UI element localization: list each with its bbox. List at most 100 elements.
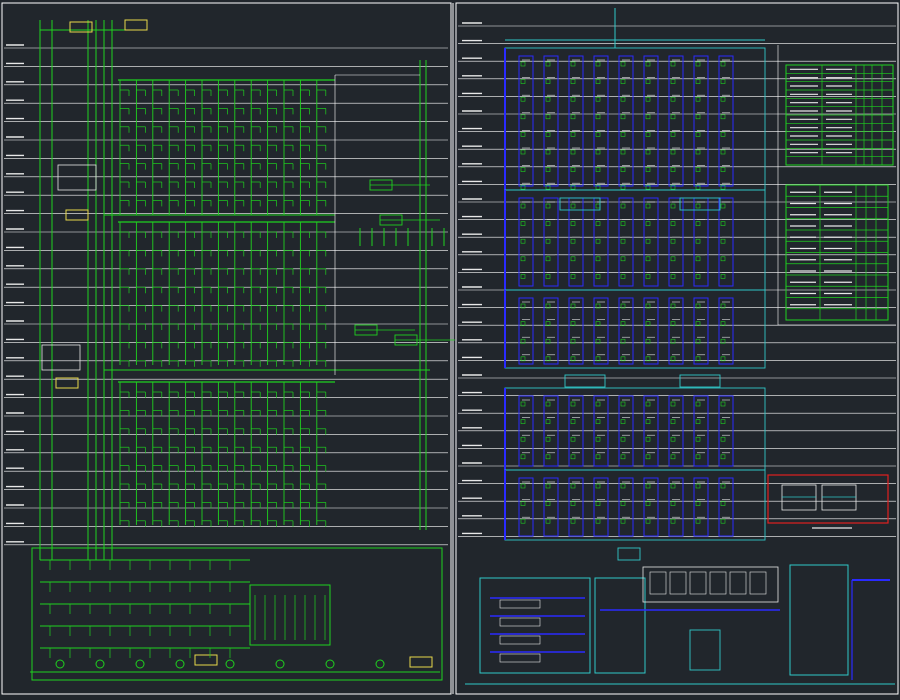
valve-symbol: [670, 454, 676, 460]
note-box: [41, 344, 81, 371]
valve-symbol: [595, 401, 601, 407]
valve-symbol: [645, 303, 651, 309]
valve-symbol: [595, 356, 601, 362]
valve-symbol: [595, 303, 601, 309]
riser-loop: [693, 395, 709, 467]
valve-symbol: [520, 518, 526, 524]
riser-loop: [543, 395, 559, 467]
valve-symbol: [620, 454, 626, 460]
valve-symbol: [620, 274, 626, 279]
pump-unit: [689, 571, 707, 595]
riser-loop: [518, 297, 534, 365]
equipment-tag: [499, 599, 541, 609]
valve-symbol: [670, 419, 676, 424]
valve-symbol: [620, 79, 626, 84]
valve-symbol: [545, 338, 551, 344]
riser-loop: [693, 55, 709, 187]
valve-symbol: [545, 518, 551, 524]
valve-symbol: [545, 203, 551, 209]
valve-symbol: [645, 221, 651, 226]
riser-loop: [718, 55, 734, 187]
pump-unit: [709, 571, 727, 595]
valve-symbol: [595, 483, 601, 489]
valve-symbol: [545, 356, 551, 362]
valve-symbol: [645, 401, 651, 407]
riser-loop: [543, 297, 559, 365]
valve-symbol: [645, 338, 651, 344]
valve-symbol: [695, 483, 701, 489]
valve-symbol: [620, 401, 626, 407]
valve-symbol: [620, 256, 626, 262]
riser-loop: [518, 477, 534, 537]
valve-symbol: [670, 401, 676, 407]
pump-unit: [749, 571, 767, 595]
valve-symbol: [645, 149, 651, 155]
riser-loop: [518, 55, 534, 187]
riser-loop: [643, 477, 659, 537]
detail-unit: [821, 484, 857, 511]
valve-symbol: [645, 203, 651, 209]
pump-unit: [669, 571, 687, 595]
valve-symbol: [720, 238, 726, 244]
valve-symbol: [720, 256, 726, 262]
valve-symbol: [645, 256, 651, 262]
valve-symbol: [570, 483, 576, 489]
valve-symbol: [520, 203, 526, 209]
valve-symbol: [570, 221, 576, 226]
valve-symbol: [695, 356, 701, 362]
pump-circle: [275, 659, 285, 669]
valve-symbol: [695, 114, 701, 120]
valve-symbol: [520, 501, 526, 506]
valve-symbol: [570, 321, 576, 326]
valve-symbol: [595, 419, 601, 424]
valve-symbol: [720, 501, 726, 506]
valve-symbol: [720, 518, 726, 524]
valve-symbol: [670, 184, 676, 190]
valve-symbol: [645, 419, 651, 424]
valve-symbol: [545, 303, 551, 309]
valve-symbol: [520, 132, 526, 137]
valve-symbol: [595, 256, 601, 262]
riser-loop: [718, 395, 734, 467]
valve-symbol: [620, 221, 626, 226]
valve-symbol: [720, 184, 726, 190]
valve-symbol: [620, 518, 626, 524]
valve-symbol: [720, 356, 726, 362]
valve-symbol: [545, 149, 551, 155]
valve-symbol: [645, 61, 651, 67]
riser-loop: [568, 395, 584, 467]
valve-symbol: [645, 356, 651, 362]
valve-symbol: [520, 419, 526, 424]
valve-symbol: [520, 61, 526, 67]
valve-symbol: [620, 184, 626, 190]
valve-symbol: [520, 321, 526, 326]
valve-symbol: [645, 274, 651, 279]
valve-symbol: [545, 132, 551, 137]
valve-symbol: [595, 518, 601, 524]
valve-symbol: [595, 132, 601, 137]
riser-loop: [543, 477, 559, 537]
valve-symbol: [695, 274, 701, 279]
valve-symbol: [570, 114, 576, 120]
valve-symbol: [720, 303, 726, 309]
riser-loop: [593, 197, 609, 287]
valve-symbol: [545, 256, 551, 262]
valve-symbol: [670, 203, 676, 209]
valve-symbol: [595, 203, 601, 209]
valve-symbol: [720, 132, 726, 137]
equipment-box: [55, 377, 79, 389]
valve-symbol: [595, 321, 601, 326]
valve-symbol: [620, 338, 626, 344]
valve-symbol: [695, 79, 701, 84]
valve-symbol: [570, 303, 576, 309]
pump-group: [617, 547, 641, 561]
valve-symbol: [570, 419, 576, 424]
valve-symbol: [645, 96, 651, 102]
pump-circle: [225, 659, 235, 669]
valve-symbol: [520, 436, 526, 442]
valve-symbol: [570, 256, 576, 262]
riser-loop: [643, 297, 659, 365]
pump-circle: [55, 659, 65, 669]
valve-symbol: [695, 61, 701, 67]
